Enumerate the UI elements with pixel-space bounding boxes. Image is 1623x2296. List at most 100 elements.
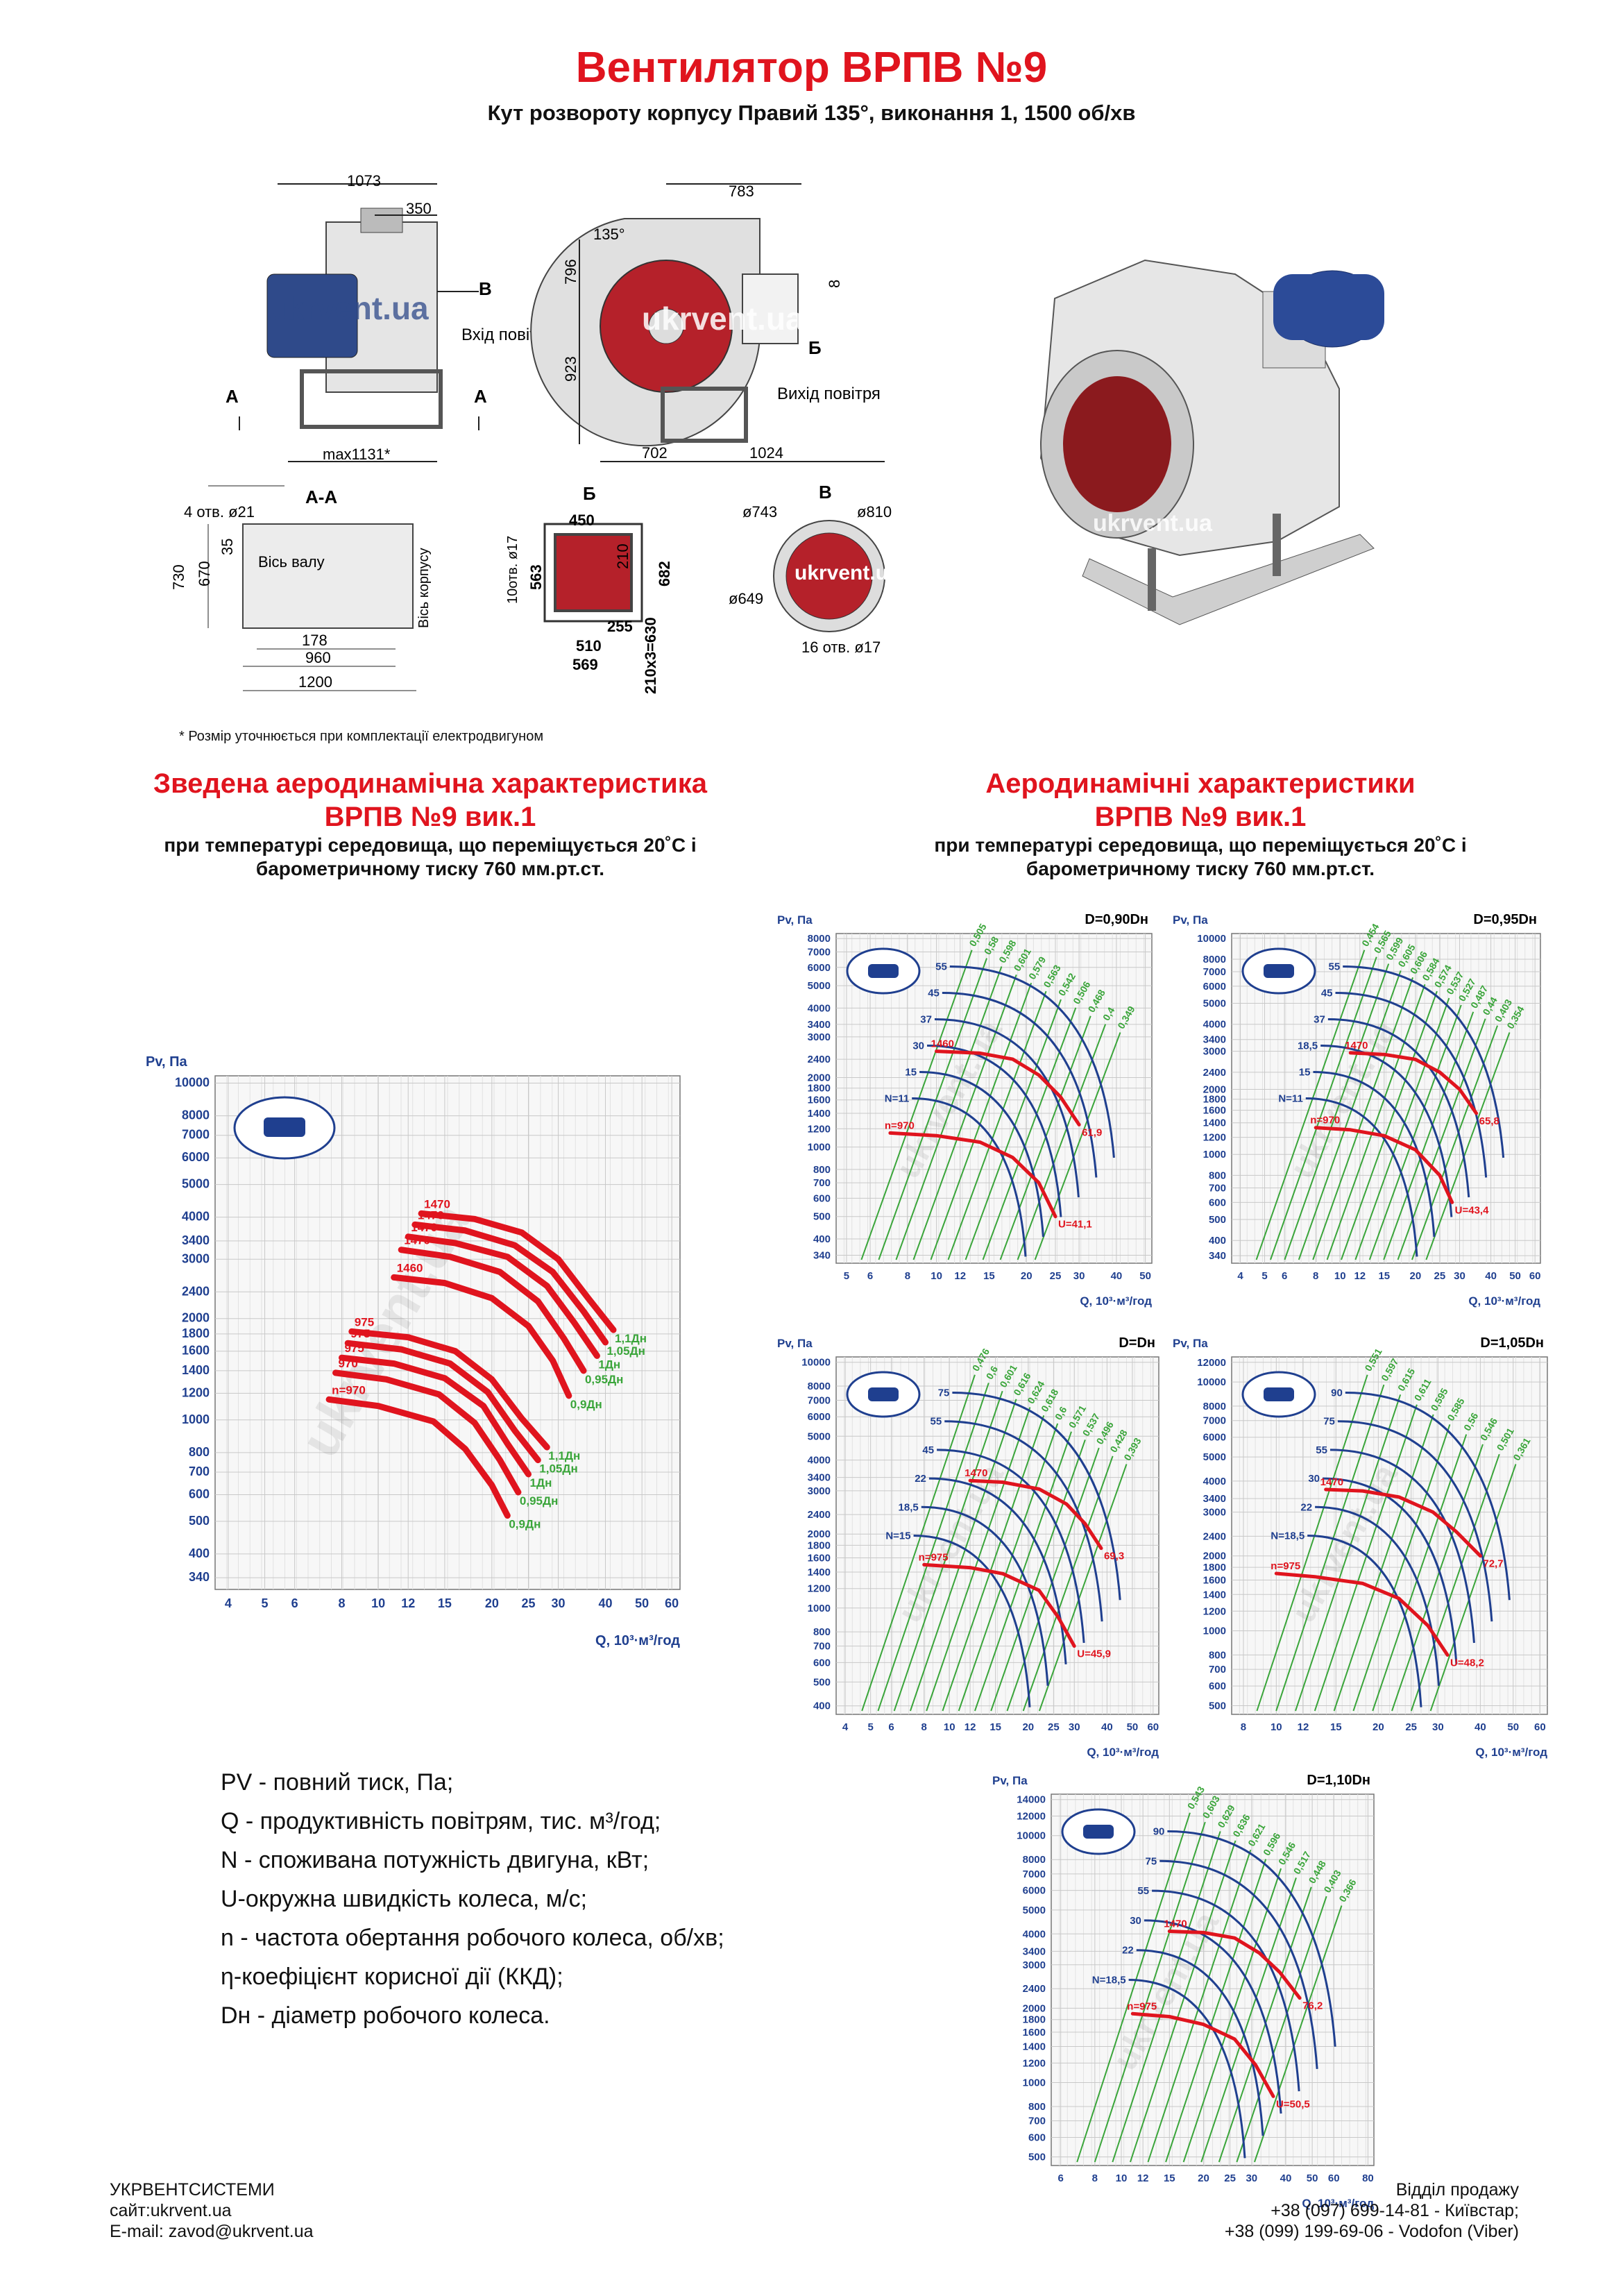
dim-8: 8 — [826, 280, 843, 288]
efficiency-line — [1182, 1868, 1282, 2163]
power-line — [1345, 1392, 1511, 1601]
symbol-legend: PV - повний тиск, Па; Q - продуктивність… — [221, 1763, 845, 2035]
curve-speed-label: 1460 — [931, 1038, 954, 1050]
y-tick-label: 1600 — [808, 1095, 831, 1106]
x-tick-label: 15 — [983, 1270, 995, 1282]
y-tick-label: 800 — [189, 1445, 210, 1459]
efficiency-line — [1022, 1455, 1114, 1712]
fan-logo-glyph — [868, 1387, 899, 1401]
chart-d110: 5006007008001000120014001600180020002400… — [992, 1773, 1375, 2210]
y-axis-label: Pv, Па — [1173, 913, 1208, 927]
x-tick-label: 15 — [1330, 1721, 1342, 1733]
x-tick-label: 60 — [1534, 1721, 1546, 1733]
y-axis-label: Pv, Па — [777, 1337, 813, 1350]
y-tick-label: 700 — [1209, 1664, 1226, 1675]
power-line — [1159, 1859, 1318, 2070]
chart-d095: 3404005006007008001000120014001600180020… — [1173, 912, 1541, 1308]
y-tick-label: 7000 — [182, 1128, 210, 1142]
y-tick-label: 800 — [1209, 1649, 1226, 1661]
curve-speed-label: 1470 — [418, 1208, 444, 1222]
curve-speed-label: 1470 — [1320, 1476, 1343, 1488]
y-tick-label: 1000 — [808, 1603, 831, 1614]
dim-702: 702 — [642, 444, 668, 462]
y-tick-label: 6000 — [1023, 1885, 1046, 1897]
power-label: 37 — [1314, 1014, 1325, 1026]
shaft-axis-label: Вісь валу — [258, 553, 325, 571]
efficiency-line — [1200, 1877, 1297, 2163]
x-tick-label: 50 — [1507, 1721, 1519, 1733]
y-tick-label: 2400 — [808, 1054, 831, 1065]
y-tick-label: 1800 — [182, 1326, 210, 1340]
pressure-curve — [1167, 1930, 1302, 2000]
perf-heading: Аеродинамічні характеристики ВРПВ №9 вик… — [934, 768, 1467, 879]
dim-510: 510 — [576, 637, 602, 655]
y-tick-label: 700 — [189, 1464, 210, 1478]
y-tick-label: 5000 — [1203, 998, 1226, 1010]
y-tick-label: 7000 — [808, 1395, 831, 1407]
curve-diameter-label: 1Дн — [598, 1358, 620, 1371]
efficiency-line — [1076, 1812, 1191, 2163]
view-v-title: В — [819, 482, 832, 503]
x-tick-label: 12 — [954, 1270, 966, 1282]
pressure-curve — [391, 1274, 572, 1399]
curve-diameter-label: 1,05Дн — [539, 1462, 577, 1476]
efficiency-line — [1254, 1905, 1343, 2163]
efficiency-line — [877, 1383, 989, 1712]
phone-vodafone[interactable]: +38 (099) 199-69-06 - Vodofon (Viber) — [1224, 2222, 1519, 2241]
x-tick-label: 10 — [944, 1721, 955, 1733]
dim-d649: ø649 — [729, 590, 763, 607]
y-tick-label: 10000 — [1017, 1830, 1046, 1842]
y-tick-label: 2400 — [182, 1284, 210, 1298]
x-tick-label: 40 — [1280, 2172, 1292, 2184]
y-tick-label: 1400 — [1203, 1589, 1226, 1601]
efficiency-line — [878, 958, 987, 1260]
efficiency-line — [1147, 1849, 1252, 2163]
y-tick-label: 700 — [813, 1177, 831, 1189]
site-link[interactable]: сайт:ukrvent.ua — [110, 2201, 232, 2220]
dim-1024: 1024 — [749, 444, 783, 462]
pressure-curve — [339, 1354, 532, 1478]
email-link[interactable]: E-mail: zavod@ukrvent.ua — [110, 2222, 314, 2241]
phone-kyivstar[interactable]: +38 (097) 699-14-81 - Київстар; — [1271, 2201, 1519, 2220]
x-tick-label: 6 — [291, 1596, 298, 1610]
efficiency-line — [1165, 1859, 1267, 2163]
power-line — [937, 1449, 1085, 1644]
y-tick-label: 800 — [1209, 1170, 1226, 1181]
power-line — [942, 992, 1098, 1178]
efficiency-line — [1383, 1011, 1475, 1260]
y-tick-label: 2000 — [1203, 1551, 1226, 1562]
y-tick-label: 2400 — [1203, 1530, 1226, 1542]
view-label-b: Б — [808, 337, 822, 358]
dim-4-holes: 4 отв. ø21 — [184, 503, 255, 521]
curve-speed-label: n=970 — [332, 1383, 366, 1396]
x-tick-label: 4 — [225, 1596, 232, 1610]
efficiency-line — [1112, 1831, 1221, 2163]
y-tick-label: 800 — [813, 1164, 831, 1176]
dim-135-deg: 135° — [593, 226, 625, 243]
y-tick-label: 1400 — [808, 1108, 831, 1120]
efficiency-line — [958, 1423, 1059, 1712]
efficiency-line — [1333, 1414, 1434, 1712]
curve-u-label: 69,3 — [1104, 1551, 1124, 1562]
power-label: 18,5 — [899, 1501, 919, 1513]
power-label: 55 — [1137, 1885, 1149, 1897]
efficiency-line — [1314, 1404, 1418, 1712]
y-tick-label: 4000 — [1203, 1019, 1226, 1031]
power-label: 22 — [1122, 1945, 1134, 1957]
power-label: N=15 — [885, 1530, 910, 1542]
curve-speed-label: 1470 — [411, 1221, 437, 1234]
dim-960: 960 — [305, 649, 331, 666]
y-tick-label: 600 — [1028, 2132, 1046, 2143]
y-tick-label: 14000 — [1017, 1794, 1046, 1806]
footer-left: УКРВЕНТСИСТЕМИ сайт:ukrvent.ua E-mail: z… — [110, 2179, 314, 2242]
view-label-v: В — [479, 278, 492, 299]
company-name: УКРВЕНТСИСТЕМИ — [110, 2180, 275, 2200]
summary-heading: Зведена аеродинамічна характеристика ВРП… — [153, 768, 707, 879]
efficiency-line — [1352, 1424, 1451, 1712]
legend-n: N - споживана потужність двигуна, кВт; — [221, 1847, 649, 1873]
curve-u-label: U=45,9 — [1077, 1648, 1111, 1660]
y-axis-label: Pv, Па — [777, 913, 813, 927]
power-label: 90 — [1331, 1387, 1343, 1399]
chart-title: D=1,10Dн — [1307, 1773, 1370, 1788]
x-tick-label: 25 — [1224, 2172, 1236, 2184]
